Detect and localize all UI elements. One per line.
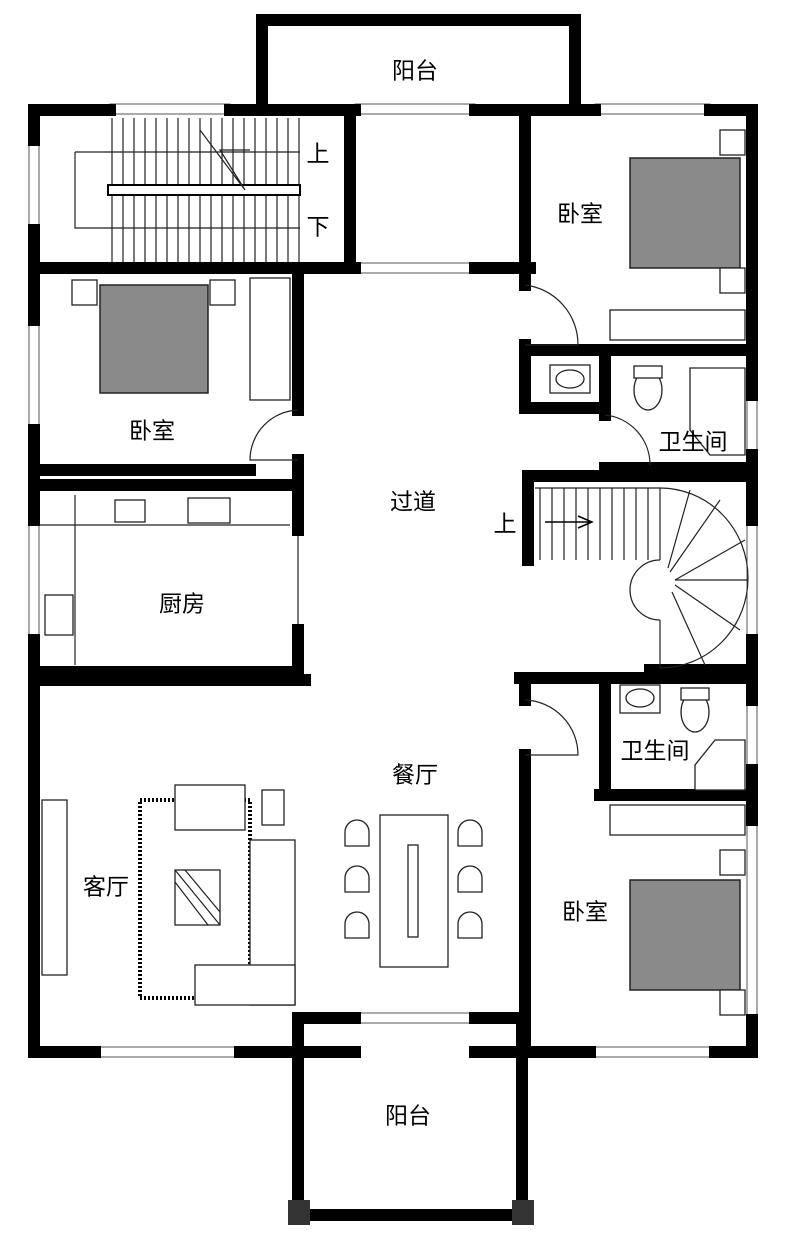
- beds: [71, 129, 746, 1016]
- room-labels: 阳台 上 下 卧室 卧室 过道 卫生间 上 厨房 餐厅 卫生间 客厅 卧室 阳台: [83, 59, 728, 1130]
- label-corridor: 过道: [390, 490, 436, 516]
- label-balcony-bottom: 阳台: [385, 1104, 431, 1130]
- label-balcony-top: 阳台: [392, 59, 438, 85]
- label-bedroom-bottom-right: 卧室: [562, 900, 608, 926]
- living-dining-furniture: [41, 784, 483, 1006]
- label-stair-up: 上: [307, 142, 330, 168]
- spiral-stairs: [535, 487, 749, 669]
- label-stair-down: 下: [307, 215, 330, 241]
- label-bedroom-left: 卧室: [129, 419, 175, 445]
- label-bathroom-lower: 卫生间: [621, 739, 690, 765]
- bathroom-fixtures: [549, 364, 746, 791]
- stairs-top: [74, 118, 301, 262]
- doors: [249, 284, 651, 756]
- label-bedroom-top-right: 卧室: [557, 202, 603, 228]
- label-spiral-stair-up: 上: [494, 512, 517, 538]
- walls: [28, 14, 758, 1225]
- label-bathroom-upper: 卫生间: [659, 430, 728, 456]
- kitchen-fixtures: [40, 495, 290, 665]
- label-kitchen: 厨房: [159, 592, 205, 618]
- label-living: 客厅: [83, 875, 129, 901]
- label-dining: 餐厅: [392, 763, 438, 789]
